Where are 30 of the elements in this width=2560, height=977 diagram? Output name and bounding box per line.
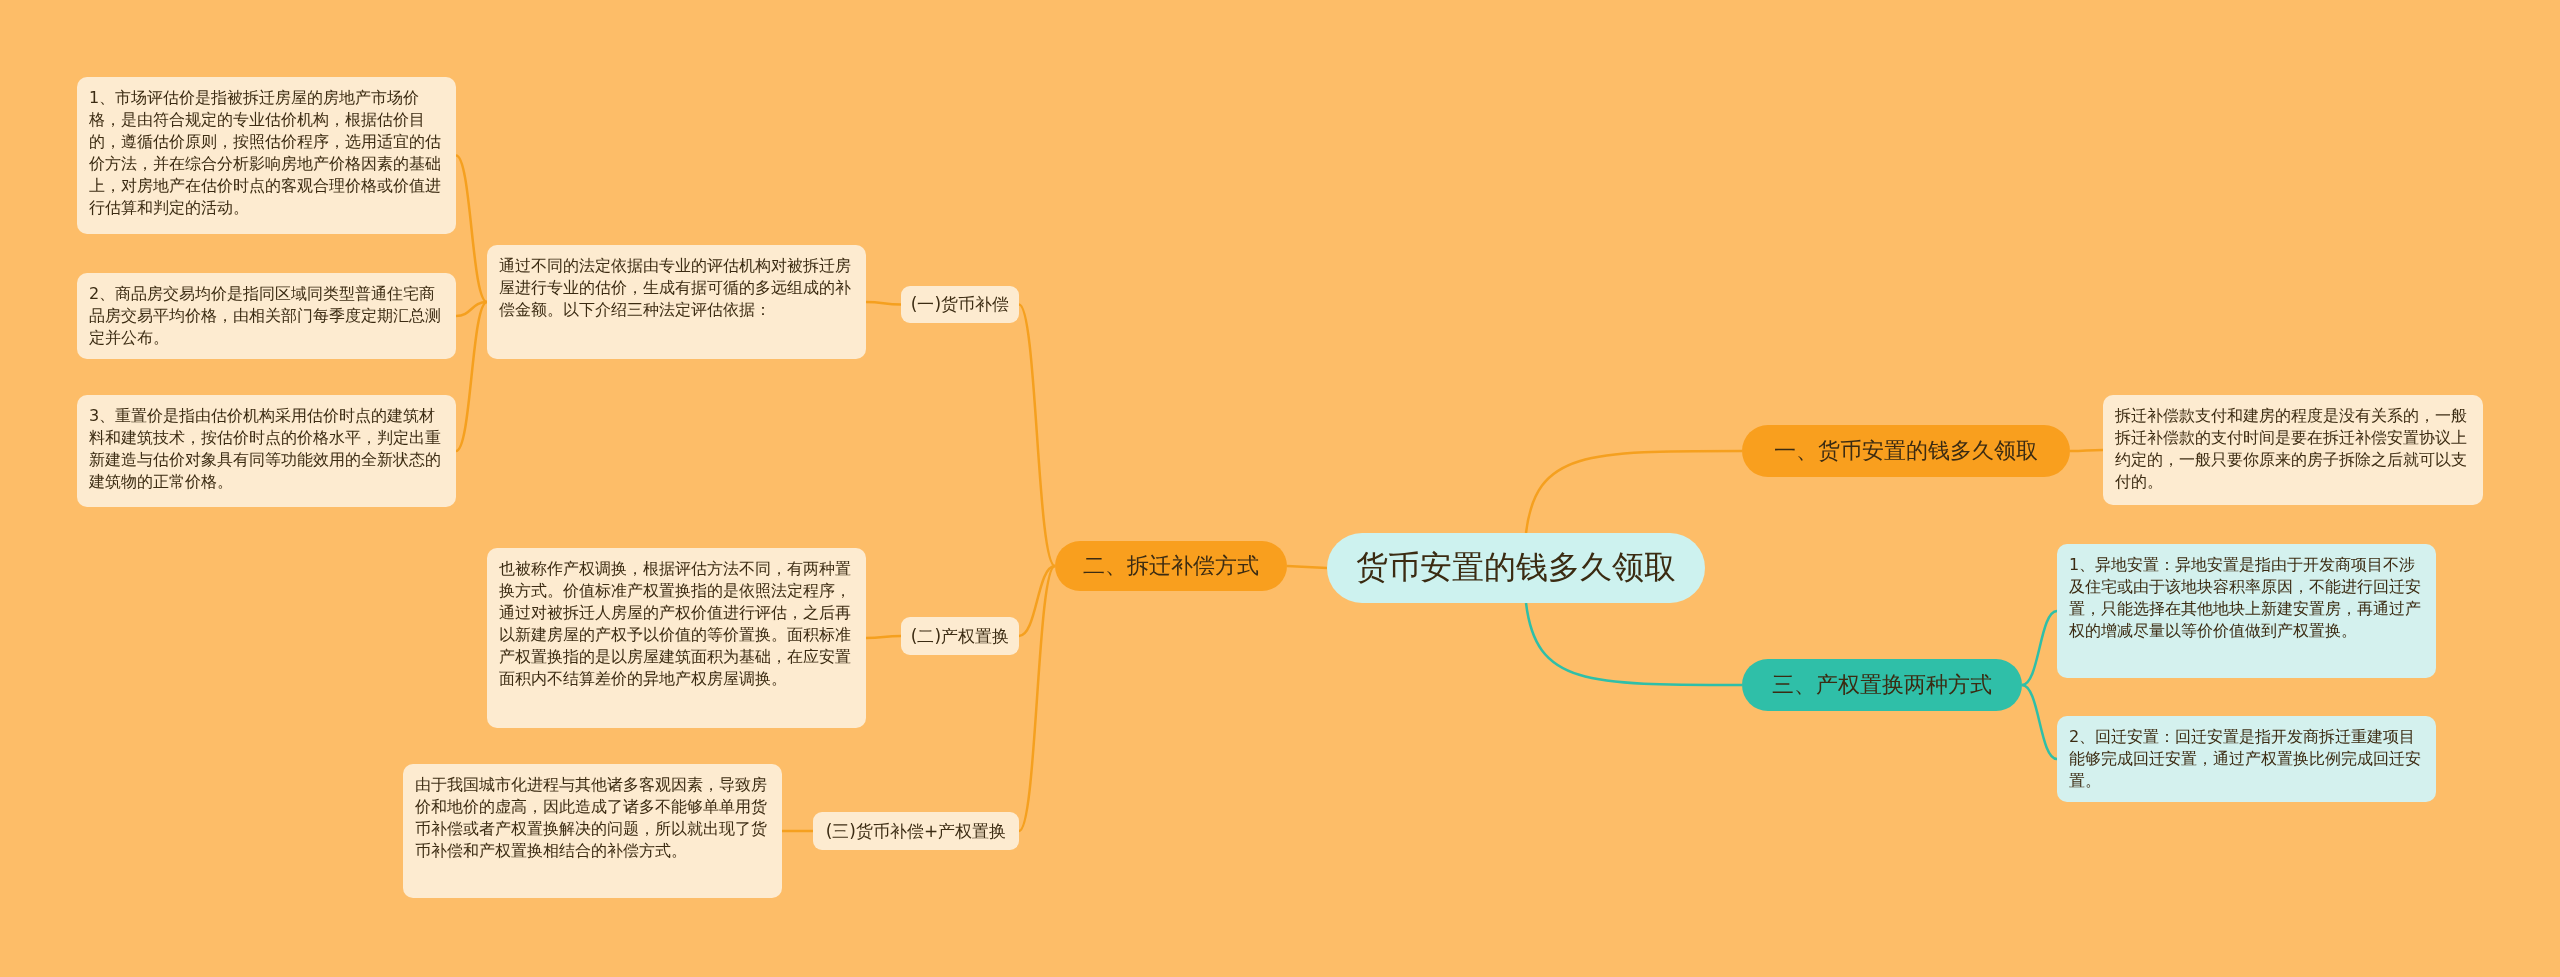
note-card: 2、回迁安置：回迁安置是指开发商拆迁重建项目能够完成回迁安置，通过产权置换比例完成回迁安置。 [2057,716,2436,802]
note-card: 由于我国城市化进程与其他诸多客观因素，导致房价和地价的虚高，因此造成了诸多不能够单单用货币补偿或者产权置换解决的问题，所以就出现了货币补偿和产权置换相结合的补偿方式。 [403,764,782,898]
note-card: 1、市场评估价是指被拆迁房屋的房地产市场价格，是由符合规定的专业估价机构，根据估价目的，遵循估价原则，按照估价程序，选用适宜的估价方法，并在综合分析影响房地产价格因素的基础上，对房地产在估价时点的客观合理价格或价值进行估算和判定的活动。 [77,77,456,234]
connector-line [455,301,488,452]
branch-pill: 二、拆迁补偿方式 [1055,541,1287,591]
connector-line [866,300,901,306]
connector-line [2021,609,2058,687]
note-card: 2、商品房交易均价是指同区域同类型普通住宅商品房交易平均价格，由相关部门每季度定期汇总测定并公布。 [77,273,456,359]
branch-pill: 三、产权置换两种方式 [1742,659,2022,711]
subtopic-box: (三)货币补偿+产权置换 [813,812,1019,850]
connector-line [1018,565,1056,832]
connector-line [1524,602,1742,687]
connector-line [2021,683,2058,761]
connector-line [455,154,488,303]
note-card: 通过不同的法定依据由专业的评估机构对被拆迁房屋进行专业的估价，生成有据可循的多远组成的补偿金额。以下介绍三种法定评估依据： [487,245,866,359]
subtopic-box: (一)货币补偿 [901,286,1019,323]
connector-line [1018,564,1056,638]
connector-line [782,829,813,833]
note-card: 拆迁补偿款支付和建房的程度是没有关系的，一般拆迁补偿款的支付时间是要在拆迁补偿安置协议上约定的，一般只要你原来的房子拆除之后就可以支付的。 [2103,395,2483,505]
central-topic-pill: 货币安置的钱多久领取 [1327,533,1705,603]
connector-line [1286,564,1328,570]
note-card: 3、重置价是指由估价机构采用估价时点的建筑材料和建筑技术，按估价时点的价格水平，判定出重新建造与估价对象具有同等功能效用的全新状态的建筑物的正常价格。 [77,395,456,507]
connector-line [2070,448,2103,453]
subtopic-box: (二)产权置换 [901,617,1019,655]
note-card: 也被称作产权调换，根据评估方法不同，有两种置换方式。价值标准产权置换指的是依照法定程序，通过对被拆迁人房屋的产权价值进行评估，之后再以新建房屋的产权予以价值的等价置换。面积标准产权置换指的是以房屋建筑面积为基础，在应安置面积内不结算差价的异地产权房屋调换。 [487,548,866,728]
connector-line [866,634,901,640]
note-card: 1、异地安置：异地安置是指由于开发商项目不涉及住宅或由于该地块容积率原因，不能进行回迁安置，只能选择在其他地块上新建安置房，再通过产权的增减尽量以等价价值做到产权置换。 [2057,544,2436,678]
connector-line [1018,303,1056,567]
connector-line [1524,449,1742,534]
branch-pill: 一、货币安置的钱多久领取 [1742,425,2070,477]
